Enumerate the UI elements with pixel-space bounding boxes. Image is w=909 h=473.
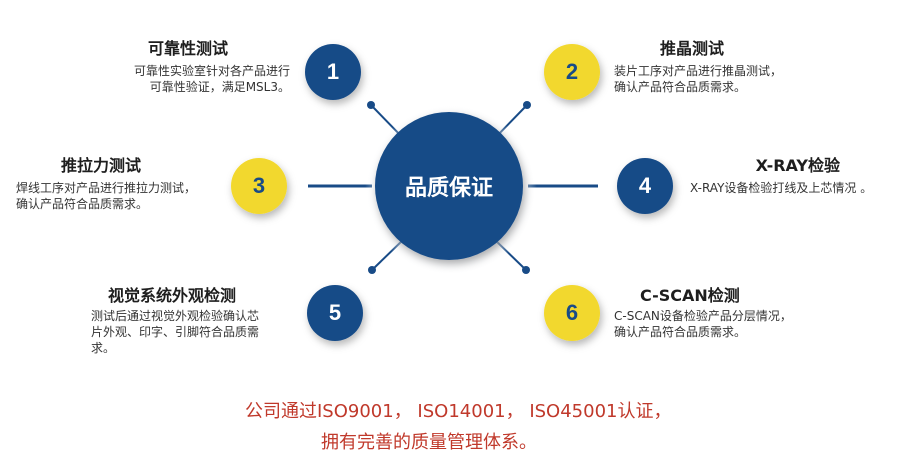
connector-dot-2 <box>523 101 531 109</box>
step-circle-2 <box>544 44 600 100</box>
item-1-line-2: 可靠性验证，满足MSL3。 <box>149 80 290 94</box>
step-circle-5 <box>307 285 363 341</box>
item-4-description: X-RAY设备检验打线及上芯情况 。 <box>690 180 905 196</box>
step-circle-4 <box>617 158 673 214</box>
item-3-description: 焊线工序对产品进行推拉力测试， 确认产品符合品质需求。 <box>16 180 226 212</box>
connector-dot-6 <box>522 266 530 274</box>
step-number-5: 5 <box>328 300 342 325</box>
step-number-2: 2 <box>565 59 579 84</box>
item-6-line-2: 确认产品符合品质需求。 <box>614 325 747 339</box>
item-4-title: X-RAY检验 <box>755 156 840 175</box>
step-circle-1 <box>305 44 361 100</box>
item-5-title: 视觉系统外观检测 <box>108 286 237 305</box>
item-4-line-1: X-RAY设备检验打线及上芯情况 。 <box>690 181 873 195</box>
center-label: 品质保证 <box>404 176 493 201</box>
center-circle <box>375 112 523 260</box>
step-number-6: 6 <box>565 300 579 325</box>
connector-dot-5 <box>368 266 376 274</box>
footer-line-2: 拥有完善的质量管理体系。 <box>321 432 537 453</box>
item-1-line-1: 可靠性实验室针对各产品进行 <box>133 64 290 78</box>
item-2-line-2: 确认产品符合品质需求。 <box>614 80 747 94</box>
item-1-description: 可靠性实验室针对各产品进行 可靠性验证，满足MSL3。 <box>70 63 290 95</box>
item-5-line-1: 测试后通过视觉外观检验确认芯 <box>91 309 260 323</box>
item-3-line-2: 确认产品符合品质需求。 <box>16 197 149 211</box>
item-5-line-3: 求。 <box>91 341 116 355</box>
item-6-line-1: C-SCAN设备检验产品分层情况， <box>614 309 792 323</box>
item-6-title: C-SCAN检测 <box>640 286 740 305</box>
step-number-4: 4 <box>638 173 652 198</box>
step-circle-3 <box>231 158 287 214</box>
connector-dot-1 <box>367 101 375 109</box>
step-number-3: 3 <box>252 173 266 198</box>
item-3-title: 推拉力测试 <box>61 156 142 175</box>
footer-line-1: 公司通过ISO9001， ISO14001， ISO45001认证， <box>245 401 672 422</box>
item-2-line-1: 装片工序对产品进行推晶测试， <box>614 64 783 78</box>
item-5-line-2: 片外观、印字、引脚符合品质需 <box>91 325 260 339</box>
step-number-1: 1 <box>326 59 340 84</box>
item-6-description: C-SCAN设备检验产品分层情况， 确认产品符合品质需求。 <box>614 308 844 340</box>
item-5-description: 测试后通过视觉外观检验确认芯 片外观、印字、引脚符合品质需 求。 <box>91 308 296 356</box>
item-1-title: 可靠性测试 <box>147 39 228 58</box>
item-2-title: 推晶测试 <box>660 39 725 58</box>
item-2-description: 装片工序对产品进行推晶测试， 确认产品符合品质需求。 <box>614 63 844 95</box>
step-circle-6 <box>544 285 600 341</box>
item-3-line-1: 焊线工序对产品进行推拉力测试， <box>16 181 197 195</box>
